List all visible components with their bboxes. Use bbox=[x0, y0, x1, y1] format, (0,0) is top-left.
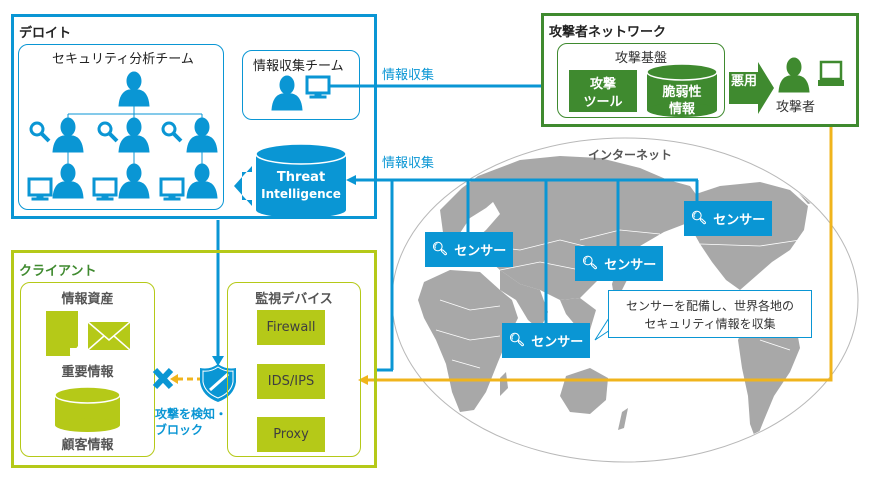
sensor-north-america[interactable]: 🔍︎ センサー bbox=[684, 201, 772, 236]
collect-top-label: 情報収集 bbox=[382, 68, 435, 83]
detect-block-line1: 攻撃を検知・ bbox=[155, 407, 228, 421]
deloitte-title: デロイト bbox=[19, 26, 72, 41]
threat-db-line1: Threat bbox=[276, 170, 326, 185]
device-label: IDS/IPS bbox=[267, 374, 315, 389]
vuln-line1: 脆弱性 bbox=[662, 85, 702, 100]
attack-path-line bbox=[366, 88, 833, 382]
document-icon bbox=[46, 311, 78, 356]
collect-mid-label: 情報収集 bbox=[382, 156, 435, 171]
sensor-label: センサー bbox=[713, 213, 766, 228]
info-assets-title: 情報資産 bbox=[61, 292, 114, 307]
device-label: Firewall bbox=[266, 320, 316, 335]
mail-icon bbox=[87, 321, 131, 351]
device-label: Proxy bbox=[273, 427, 309, 442]
callout-line2: セキュリティ情報を収集 bbox=[644, 317, 776, 331]
security-team-box bbox=[18, 44, 224, 210]
blocked-x-icon bbox=[152, 367, 174, 390]
sensor-label: センサー bbox=[531, 335, 584, 350]
abuse-arrow-icon bbox=[729, 62, 774, 114]
device-proxy[interactable]: Proxy bbox=[257, 417, 325, 452]
security-team-title: セキュリティ分析チーム bbox=[52, 52, 194, 67]
sensor-southeast-asia[interactable]: 🔍︎ センサー bbox=[502, 323, 590, 358]
database-icon bbox=[54, 386, 121, 432]
important-info-label: 重要情報 bbox=[61, 365, 114, 380]
threat-db-line2: Intelligence bbox=[261, 187, 341, 201]
sensor-east-asia[interactable]: 🔍︎ センサー bbox=[575, 246, 663, 281]
client-title: クライアント bbox=[19, 264, 97, 279]
attack-tools-line2: ツール bbox=[583, 95, 623, 110]
attacker-network-title: 攻撃者ネットワーク bbox=[549, 25, 667, 40]
abuse-label: 悪用 bbox=[731, 74, 758, 89]
monitoring-devices-box bbox=[227, 282, 361, 457]
device-firewall[interactable]: Firewall bbox=[257, 310, 325, 345]
detect-block-line2: ブロック bbox=[155, 423, 204, 437]
attacker-person-label: 攻撃者 bbox=[776, 100, 816, 115]
attack-tools-line1: 攻撃 bbox=[589, 77, 616, 92]
intel-team-box bbox=[242, 50, 360, 120]
sensor-label: センサー bbox=[454, 244, 507, 259]
attack-infra-box bbox=[557, 43, 725, 118]
sensor-callout bbox=[608, 290, 812, 338]
customer-info-label: 顧客情報 bbox=[61, 438, 114, 453]
deloitte-box bbox=[11, 14, 377, 219]
intel-team-title: 情報収集チーム bbox=[253, 59, 344, 74]
attack-tools-box bbox=[569, 70, 637, 112]
attack-infra-title: 攻撃基盤 bbox=[614, 51, 667, 66]
internet-title: インターネット bbox=[588, 148, 673, 162]
monitoring-devices-title: 監視デバイス bbox=[255, 292, 333, 307]
magnifier-icon: 🔍︎ bbox=[690, 211, 708, 226]
sensor-europe[interactable]: 🔍︎ センサー bbox=[425, 232, 513, 267]
callout-line1: センサーを配備し、世界各地の bbox=[625, 299, 794, 313]
vuln-line2: 情報 bbox=[668, 102, 695, 117]
sensor-label: センサー bbox=[604, 258, 657, 273]
magnifier-icon: 🔍︎ bbox=[431, 242, 449, 257]
arrow-left-icon bbox=[234, 166, 252, 206]
magnifier-icon: 🔍︎ bbox=[508, 333, 526, 348]
device-ids-ips[interactable]: IDS/IPS bbox=[257, 364, 325, 399]
magnifier-icon: 🔍︎ bbox=[581, 256, 599, 271]
client-box bbox=[11, 250, 377, 468]
info-assets-box bbox=[20, 282, 155, 457]
laptop-icon bbox=[818, 60, 844, 86]
